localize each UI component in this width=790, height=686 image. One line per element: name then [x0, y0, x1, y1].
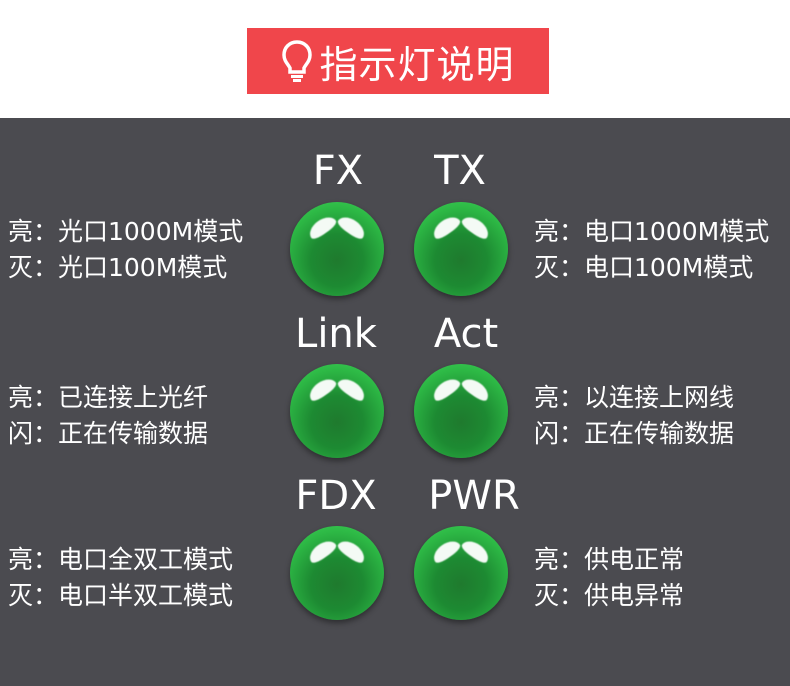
led-act	[414, 364, 508, 458]
header-badge: 指示灯说明	[247, 28, 549, 94]
led-pwr	[414, 526, 508, 620]
pwr-off-text: 灭：供电异常	[534, 581, 685, 610]
led-highlight	[335, 212, 369, 242]
link-blink-text: 闪：正在传输数据	[8, 419, 209, 448]
led-link	[290, 364, 384, 458]
led-highlight	[305, 374, 339, 404]
fx-description: 亮：光口1000M模式 灭：光口100M模式	[8, 214, 243, 286]
link-on-text: 亮：已连接上光纤	[8, 383, 209, 412]
led-fdx	[290, 526, 384, 620]
act-blink-text: 闪：正在传输数据	[534, 419, 735, 448]
fdx-description: 亮：电口全双工模式 灭：电口半双工模式	[8, 542, 233, 614]
led-highlight	[429, 536, 463, 566]
fx-off-text: 灭：光口100M模式	[8, 253, 228, 282]
pwr-on-text: 亮：供电正常	[534, 545, 685, 574]
tx-on-text: 亮：电口1000M模式	[534, 217, 770, 246]
led-label-fdx: FDX	[295, 473, 377, 519]
fdx-off-text: 灭：电口半双工模式	[8, 581, 234, 610]
link-description: 亮：已连接上光纤 闪：正在传输数据	[8, 380, 208, 452]
led-highlight	[429, 374, 463, 404]
tx-off-text: 灭：电口100M模式	[534, 253, 754, 282]
led-highlight	[305, 536, 339, 566]
led-fx	[290, 202, 384, 296]
led-label-link: Link	[295, 311, 377, 357]
led-highlight	[335, 374, 369, 404]
tx-description: 亮：电口1000M模式 灭：电口100M模式	[534, 214, 769, 286]
led-highlight	[335, 536, 369, 566]
led-label-act: Act	[433, 311, 499, 357]
led-label-fx: FX	[312, 148, 364, 194]
led-tx	[414, 202, 508, 296]
led-highlight	[429, 212, 463, 242]
led-label-pwr: PWR	[428, 473, 520, 519]
led-highlight	[305, 212, 339, 242]
led-label-tx: TX	[434, 148, 486, 194]
fdx-on-text: 亮：电口全双工模式	[8, 545, 234, 574]
fx-on-text: 亮：光口1000M模式	[8, 217, 244, 246]
led-highlight	[459, 374, 493, 404]
act-on-text: 亮：以连接上网线	[534, 383, 735, 412]
pwr-description: 亮：供电正常 灭：供电异常	[534, 542, 684, 614]
led-highlight	[459, 536, 493, 566]
act-description: 亮：以连接上网线 闪：正在传输数据	[534, 380, 734, 452]
led-highlight	[459, 212, 493, 242]
indicator-panel: FX TX 亮：光口1000M模式 灭：光口100M模式 亮：电口1000M模式…	[0, 118, 790, 686]
lightbulb-icon	[282, 40, 313, 82]
page-title: 指示灯说明	[319, 42, 515, 87]
